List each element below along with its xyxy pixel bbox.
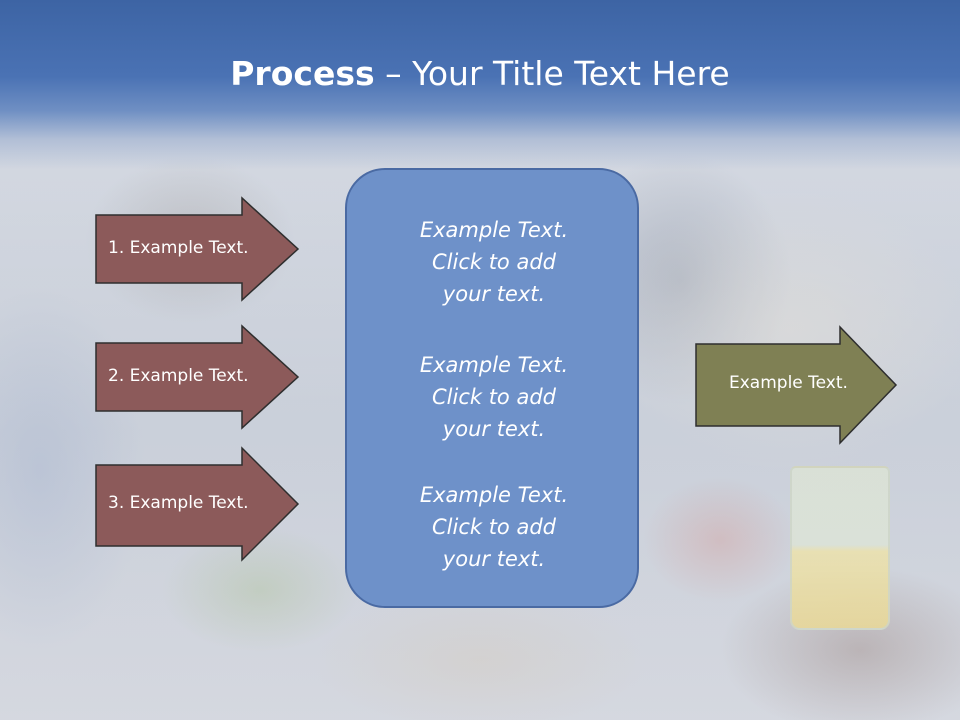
arrow-shape <box>95 446 300 562</box>
center-text-box[interactable]: Example Text. Click to add your text. Ex… <box>345 168 639 608</box>
block-1-line-1: Example Text. <box>419 218 569 242</box>
slide-title[interactable]: Process – Your Title Text Here <box>0 52 960 96</box>
block-2-line-1: Example Text. <box>419 353 569 377</box>
step-2-label: 2. Example Text. <box>108 366 249 386</box>
step-1-label: 1. Example Text. <box>108 238 249 258</box>
block-1-line-3: your text. <box>442 282 546 306</box>
juice-glass <box>790 466 890 630</box>
block-3-line-1: Example Text. <box>419 483 569 507</box>
block-3-line-2: Click to add <box>431 515 556 539</box>
process-step-1-arrow[interactable]: 1. Example Text. <box>95 196 300 302</box>
step-3-label: 3. Example Text. <box>108 493 249 513</box>
title-rest: – Your Title Text Here <box>374 54 730 93</box>
process-step-3-arrow[interactable]: 3. Example Text. <box>95 446 300 562</box>
arrow-shape <box>95 196 300 302</box>
block-1-line-2: Click to add <box>431 250 556 274</box>
result-label: Example Text. <box>729 373 848 393</box>
result-arrow[interactable]: Example Text. <box>695 325 898 445</box>
center-text-block-2: Example Text. Click to add your text. <box>347 349 641 445</box>
arrow-shape <box>695 325 898 445</box>
block-2-line-3: your text. <box>442 417 546 441</box>
center-text-block-3: Example Text. Click to add your text. <box>347 479 641 575</box>
arrow-shape <box>95 324 300 430</box>
block-2-line-2: Click to add <box>431 385 556 409</box>
process-step-2-arrow[interactable]: 2. Example Text. <box>95 324 300 430</box>
title-bold: Process <box>230 54 375 93</box>
block-3-line-3: your text. <box>442 547 546 571</box>
title-band <box>0 0 960 170</box>
center-text-block-1: Example Text. Click to add your text. <box>347 214 641 310</box>
